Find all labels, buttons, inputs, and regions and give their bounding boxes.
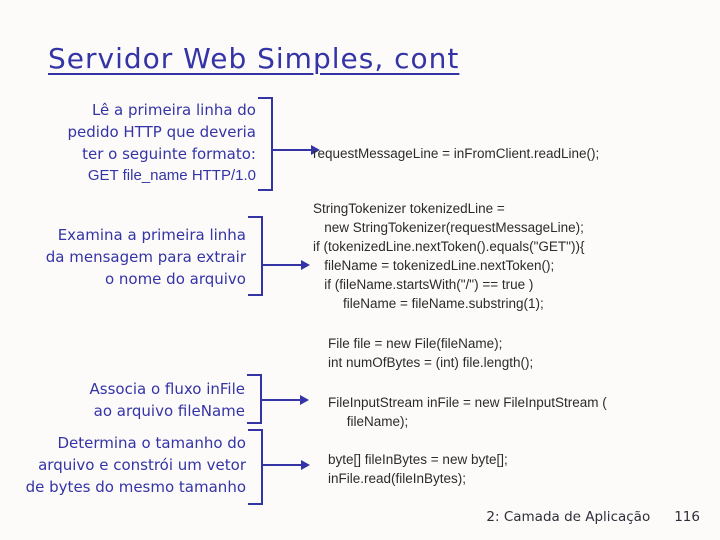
bracket-icon [248, 429, 263, 505]
slide-footer: 2: Camada de Aplicação 116 [486, 509, 700, 525]
footer-page-number: 116 [674, 509, 700, 525]
slide-title: Servidor Web Simples, cont [48, 42, 460, 75]
code-file-object: File file = new File(fileName); int numO… [328, 336, 534, 370]
code-read-request-line: requestMessageLine = inFromClient.readLi… [313, 146, 600, 161]
arrow-right-icon [262, 395, 309, 405]
annotation-text: Associa o fluxo inFile ao arquivo fileNa… [89, 380, 245, 420]
annotation-file-size-vector: Determina o tamanho do arquivo e constró… [8, 429, 310, 505]
footer-section-label: 2: Camada de Aplicação [486, 509, 651, 525]
bracket-icon [247, 374, 262, 424]
arrow-right-icon [263, 460, 310, 470]
annotation-read-request-line: Lê a primeira linha do pedido HTTP que d… [28, 97, 320, 191]
annotation-attach-stream: Associa o fluxo inFile ao arquivo fileNa… [55, 374, 309, 424]
annotation-text: Examina a primeira linha da mensagem par… [45, 226, 246, 288]
annotation-parse-first-line: Examina a primeira linha da mensagem par… [18, 216, 310, 296]
code-tokenize-line: StringTokenizer tokenizedLine = new Stri… [313, 201, 585, 311]
arrow-right-icon [263, 260, 310, 270]
code-file-input-stream: FileInputStream inFile = new FileInputSt… [328, 395, 607, 429]
annotation-text: Determina o tamanho do arquivo e constró… [25, 434, 246, 496]
annotation-text: Lê a primeira linha do pedido HTTP que d… [67, 101, 256, 163]
bracket-icon [248, 216, 263, 296]
bracket-icon [258, 97, 273, 191]
arrow-right-icon [273, 145, 320, 155]
http-request-format: GET file_name HTTP/1.0 [87, 167, 256, 184]
code-read-bytes: byte[] fileInBytes = new byte[]; inFile.… [328, 452, 508, 486]
